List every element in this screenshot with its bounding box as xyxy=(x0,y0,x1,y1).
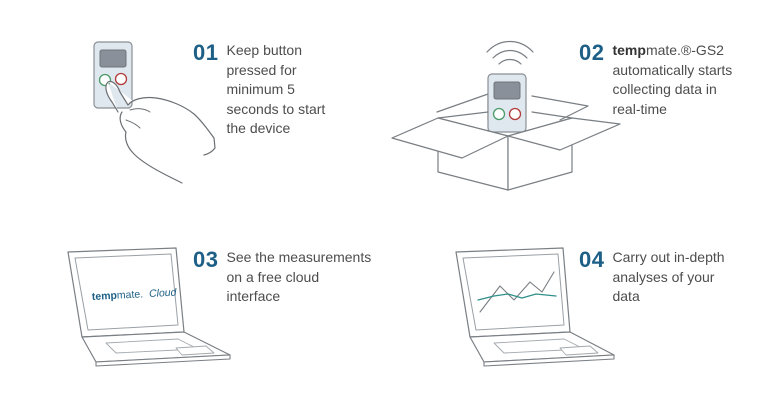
hand-knuckle-line xyxy=(125,119,141,129)
hand-pressing-device-icon xyxy=(93,41,216,184)
step-4: 04 Carry out in-depth analyses of your d… xyxy=(579,248,725,307)
step-number: 04 xyxy=(579,247,605,272)
step-line: Carry out in-depth xyxy=(612,249,725,265)
device-button-green xyxy=(492,107,506,121)
laptop-trackpad xyxy=(559,345,599,356)
step-line: seconds to start xyxy=(226,100,326,117)
box-rim xyxy=(437,111,573,119)
box-flap-front-left xyxy=(391,117,509,159)
screen-brand-bold: temp xyxy=(92,290,118,303)
hand-finger-line xyxy=(129,108,151,113)
step-number: 01 xyxy=(193,40,219,65)
step-1: 01 Keep button pressed for minimum 5 sec… xyxy=(193,41,325,139)
step-description: tempmate.®-GS2 automatically starts coll… xyxy=(612,41,732,119)
step-description: Keep button pressed for minimum 5 second… xyxy=(226,41,325,139)
step-line: real-time xyxy=(612,100,667,117)
step-2: 02 tempmate.®-GS2 automatically starts c… xyxy=(579,41,732,119)
laptop-front-edge xyxy=(95,354,231,367)
step-line: automatically starts xyxy=(612,61,733,78)
device-button-red xyxy=(508,107,522,121)
hand-outline xyxy=(105,80,216,184)
screen-brand-text: tempmate. Cloud xyxy=(92,287,178,303)
step-line: collecting data in xyxy=(612,81,717,97)
step-line: interface xyxy=(226,288,281,304)
device-in-box-wireless-icon xyxy=(391,40,621,191)
step-3: 03 See the measurements on a free cloud … xyxy=(193,248,371,307)
step-line: pressed for xyxy=(226,61,297,78)
box-back-flap-left xyxy=(436,93,489,121)
step-line: minimum 5 xyxy=(226,81,295,97)
laptop-trackpad xyxy=(175,345,215,356)
step-line: the device xyxy=(226,120,291,136)
step-description: See the measurements on a free cloud int… xyxy=(226,248,371,307)
device-button-red xyxy=(114,72,128,86)
step-description: Carry out in-depth analyses of your data xyxy=(612,248,724,307)
device-screen xyxy=(493,81,521,100)
step-line: data xyxy=(612,288,640,304)
device-button-green xyxy=(98,73,112,87)
step-number: 03 xyxy=(193,247,219,272)
laptop-front-edge xyxy=(483,354,615,367)
laptop-chart-icon xyxy=(455,247,615,367)
device-screen xyxy=(99,49,127,68)
step-line: on a free cloud xyxy=(226,268,320,285)
laptop-cloud-icon: tempmate. Cloud xyxy=(67,247,231,367)
step-brand-line: tempmate.®-GS2 xyxy=(612,41,732,61)
laptop-screen xyxy=(74,253,179,331)
screen-brand-suffix: Cloud xyxy=(149,287,178,300)
box-flap-front-right xyxy=(507,117,621,151)
step-line: See the measurements xyxy=(226,249,372,265)
brand-bold: temp xyxy=(612,42,646,58)
wifi-arc-middle xyxy=(492,49,528,59)
chart-line-teal xyxy=(477,293,557,301)
chart-line-grey xyxy=(479,271,555,313)
screen-brand-rest: mate. xyxy=(117,288,144,301)
step-line: Keep button xyxy=(226,42,302,58)
step-number: 02 xyxy=(579,40,605,65)
brand-rest: mate.®-GS2 xyxy=(645,42,724,58)
wifi-arc-inner xyxy=(498,58,522,65)
wifi-arc-outer xyxy=(486,40,534,53)
step-line: analyses of your xyxy=(612,268,715,285)
box-back-flap-right xyxy=(531,95,589,121)
laptop-screen xyxy=(462,253,565,331)
